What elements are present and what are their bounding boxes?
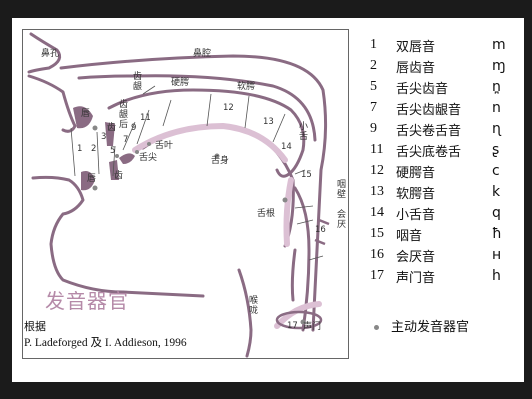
label-lower-lip: 唇: [87, 174, 97, 184]
active-articulator-dot-icon: [374, 325, 379, 330]
legend-number: 14: [370, 205, 384, 220]
legend-item: 7 舌尖齿龈音 n: [370, 97, 501, 119]
label-post-alveolar: 齿龈后: [119, 100, 129, 130]
vocal-organs-diagram: 鼻孔 鼻腔 齿龈 齿龈后 硬腭 软腭 唇 齿 唇 齿 舌叶 舌尖 舌身 小舌 咽…: [22, 29, 349, 359]
legend-item: 1 双唇音 m: [370, 34, 506, 56]
legend-name: 咽音: [396, 228, 423, 244]
region-number: 1: [77, 144, 83, 154]
region-number: 15: [301, 170, 312, 180]
legend-number: 2: [370, 58, 377, 73]
label-tongue-body: 舌身: [211, 156, 230, 166]
label-tongue-root: 舌根: [257, 209, 276, 219]
label-upper-lip: 唇: [81, 109, 91, 119]
region-number: 7: [123, 135, 129, 145]
label-glottis: 声门: [303, 322, 322, 332]
region-number: 5: [110, 146, 116, 156]
legend-name: 舌尖卷舌音: [396, 123, 462, 139]
legend-name: 软腭音: [396, 186, 436, 202]
legend-ipa: n: [492, 100, 501, 116]
legend-name: 舌尖齿音: [396, 81, 449, 97]
label-tongue-tip: 舌尖: [139, 153, 158, 163]
diagram-title: 发音器官: [45, 289, 129, 313]
legend-ipa: m: [492, 37, 506, 53]
label-pharynx-wall: 咽壁: [337, 180, 347, 200]
legend-item: 14 小舌音 q: [370, 202, 501, 224]
legend-name: 硬腭音: [396, 165, 436, 181]
legend-item: 16 会厌音 ʜ: [370, 244, 501, 266]
region-number: 17: [287, 321, 298, 331]
legend-number: 9: [370, 121, 377, 136]
label-nasal-cavity: 鼻腔: [193, 49, 212, 59]
source-citation: P. Ladeforged 及 I. Addieson, 1996: [24, 337, 187, 349]
legend-item: 15 咽音 ħ: [370, 223, 502, 245]
legend-ipa: q: [492, 205, 501, 221]
region-number: 9: [131, 123, 137, 133]
legend-ipa: c: [492, 163, 500, 179]
source-label: 根据: [24, 320, 46, 333]
region-number: 11: [140, 113, 151, 123]
legend-ipa: ɱ: [492, 58, 506, 74]
label-nostril: 鼻孔: [41, 49, 60, 59]
legend-number: 7: [370, 100, 377, 115]
legend-number: 1: [370, 37, 377, 52]
legend-ipa: ħ: [492, 226, 502, 242]
legend-item: 2 唇齿音 ɱ: [370, 55, 506, 77]
legend-number: 15: [370, 226, 384, 241]
label-hard-palate: 硬腭: [171, 78, 190, 88]
region-number: 12: [223, 103, 234, 113]
legend-name: 双唇音: [396, 39, 436, 55]
legend-item: 5 舌尖齿音 n̪: [370, 76, 501, 98]
legend-name: 舌尖底卷舌: [396, 144, 462, 160]
legend-ipa: ʜ: [492, 247, 502, 263]
region-number: 13: [263, 117, 274, 127]
legend-name: 会厌音: [396, 249, 436, 265]
region-number: 16: [315, 225, 326, 235]
label-tongue-blade: 舌叶: [155, 141, 174, 151]
legend-name: 小舌音: [396, 207, 436, 223]
legend-name: 声门音: [396, 270, 436, 286]
legend-item: 12 硬腭音 c: [370, 160, 500, 182]
label-larynx: 喉咙: [249, 296, 259, 316]
legend-name: 唇齿音: [396, 60, 436, 76]
legend-number: 17: [370, 268, 384, 283]
legend-number: 11: [370, 142, 384, 157]
legend-number: 5: [370, 79, 377, 94]
legend-number: 16: [370, 247, 384, 262]
label-soft-palate: 软腭: [237, 82, 256, 92]
region-number: 3: [101, 132, 107, 142]
legend-item: 9 舌尖卷舌音 ɳ: [370, 118, 501, 140]
vocal-tract-outline: [27, 32, 330, 358]
legend-ipa: ɳ: [492, 121, 501, 137]
legend-ipa: h: [492, 268, 501, 284]
legend-ipa: n̪: [492, 79, 501, 95]
legend-name: 舌尖齿龈音: [396, 102, 462, 118]
region-number: 14: [281, 142, 292, 152]
label-epiglottis: 会厌: [337, 210, 347, 230]
legend-ipa: ʂ: [492, 142, 500, 158]
legend-item: 13 软腭音 k: [370, 181, 500, 203]
label-upper-teeth: 齿: [107, 123, 117, 133]
legend-item: 11 舌尖底卷舌 ʂ: [370, 139, 499, 161]
active-articulator-note: 主动发音器官: [374, 316, 469, 335]
label-alveolar-ridge: 齿龈: [133, 72, 143, 92]
legend-number: 12: [370, 163, 384, 178]
legend-number: 13: [370, 184, 384, 199]
label-uvula: 小舌: [299, 122, 309, 142]
active-articulator-label: 主动发音器官: [391, 320, 470, 335]
legend-item: 17 声门音 h: [370, 265, 501, 287]
legend-ipa: k: [492, 184, 501, 200]
region-number: 2: [91, 144, 97, 154]
label-lower-teeth: 齿: [114, 171, 124, 181]
